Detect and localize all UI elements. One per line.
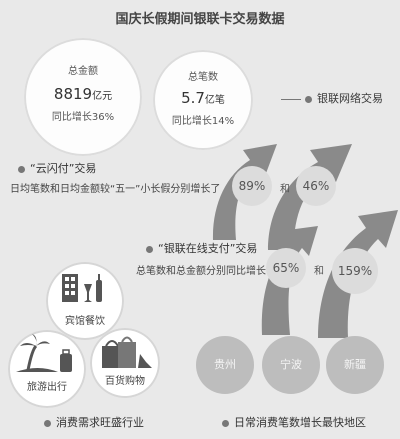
region-guizhou: 贵州 [196,336,254,394]
region-xinjiang: 新疆 [326,336,384,394]
connector-line [281,98,301,100]
online-pay-heading: “银联在线支付”交易 [146,240,257,256]
total-amount-label: 总金额 [68,66,98,77]
online-pay-and: 和 [314,266,324,277]
total-count-growth: 同比增长14% [171,116,235,127]
category-label: 旅游出行 [27,382,67,393]
total-amount-growth: 同比增长36% [51,112,115,123]
total-count-label: 总笔数 [188,72,218,83]
bullet-icon [44,419,51,427]
total-count-value: 5.7亿笔 [181,89,225,107]
online-pay-pct2: 159% [332,248,378,294]
shopping-icon [102,336,152,368]
category-shopping: 百货购物 [90,328,160,398]
total-amount-bubble: 总金额 8819亿元 同比增长36% [24,38,142,156]
total-count-bubble: 总笔数 5.7亿笔 同比增长14% [153,50,253,150]
category-hotel-dining: 宾馆餐饮 [46,262,124,340]
lower-right-arrow [318,210,398,338]
region-ningbo: 宁波 [262,336,320,394]
bullet-icon [18,165,25,173]
yunshanfu-and: 和 [280,184,290,195]
category-label: 宾馆餐饮 [65,316,105,327]
yunshanfu-desc: 日均笔数和日均金额较“五一”小长假分别增长了 [10,184,221,195]
online-pay-pct1: 65% [266,248,306,288]
page-title: 国庆长假期间银联卡交易数据 [115,12,285,27]
footer-left-label: 消费需求旺盛行业 [44,414,144,430]
upper-right-arrow [268,144,352,250]
yunshanfu-pct2: 46% [296,166,336,206]
bullet-icon [305,95,312,103]
travel-icon [16,334,72,372]
category-travel: 旅游出行 [8,330,86,408]
yunshanfu-heading: “云闪付”交易 [18,160,96,176]
bullet-icon [146,245,153,253]
footer-right-label: 日常消费笔数增长最快地区 [222,414,366,430]
yunshanfu-pct1: 89% [232,166,272,206]
network-label: 银联网络交易 [281,90,383,106]
bullet-icon [222,419,229,427]
hotel-dining-icon [62,274,102,302]
total-amount-value: 8819亿元 [53,85,113,103]
online-pay-desc: 总笔数和总金额分别同比增长 [136,266,266,277]
category-label: 百货购物 [105,376,145,387]
